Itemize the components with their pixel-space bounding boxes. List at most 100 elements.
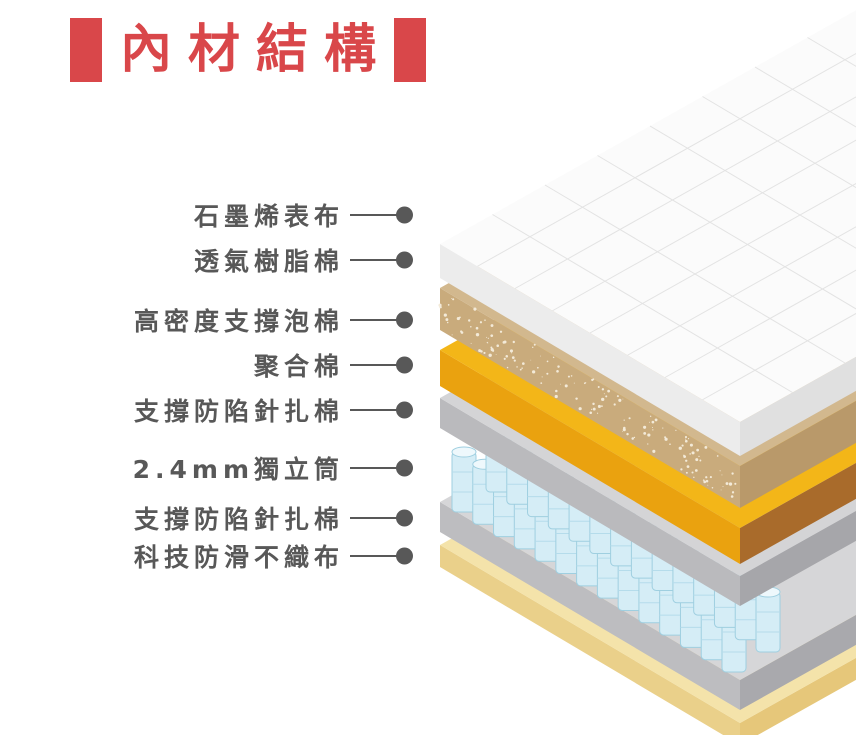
foam-speckle: [652, 450, 655, 453]
foam-speckle: [681, 444, 683, 446]
foam-speckle: [623, 427, 626, 430]
foam-speckle: [461, 331, 464, 334]
foam-speckle: [717, 455, 719, 457]
foam-speckle: [655, 419, 658, 422]
foam-speckle: [729, 482, 732, 485]
foam-speckle: [643, 432, 646, 435]
foam-speckle: [507, 367, 508, 368]
foam-speckle: [571, 375, 573, 377]
foam-speckle: [483, 352, 485, 354]
foam-speckle: [593, 378, 595, 380]
foam-speckle: [451, 298, 452, 299]
foam-speckle: [622, 431, 623, 432]
foam-speckle: [556, 370, 559, 373]
foam-speckle: [597, 413, 598, 414]
foam-speckle: [452, 298, 454, 300]
foam-speckle: [650, 416, 651, 417]
pocket-spring: [756, 587, 780, 652]
foam-speckle: [575, 397, 577, 399]
foam-speckle: [553, 357, 554, 358]
foam-speckle: [491, 348, 494, 351]
layer-label: 2.4mm獨立筒: [133, 450, 344, 486]
foam-speckle: [484, 319, 486, 321]
layer-label: 支撐防陷針扎棉: [134, 392, 344, 428]
foam-speckle: [510, 349, 513, 352]
foam-speckle: [500, 331, 502, 333]
leader-dot: [396, 548, 413, 565]
foam-speckle: [679, 447, 682, 450]
foam-speckle: [647, 443, 648, 444]
foam-speckle: [521, 367, 523, 369]
foam-speckle: [698, 456, 699, 457]
foam-speckle: [691, 471, 693, 473]
foam-speckle: [457, 317, 460, 320]
leader-dot: [396, 207, 413, 224]
foam-speckle: [568, 376, 570, 378]
foam-speckle: [622, 399, 623, 400]
foam-speckle: [710, 476, 712, 478]
foam-speckle: [686, 472, 688, 474]
foam-speckle: [589, 411, 592, 414]
foam-speckle: [652, 427, 653, 428]
foam-speckle: [480, 350, 483, 353]
foam-speckle: [723, 486, 724, 487]
foam-speckle: [726, 482, 729, 485]
layer-label: 聚合棉: [254, 347, 344, 383]
leader-dot: [396, 312, 413, 329]
foam-speckle: [675, 430, 676, 431]
foam-speckle: [444, 314, 447, 317]
leader-line: [350, 409, 402, 411]
foam-speckle: [688, 438, 689, 439]
foam-speckle: [468, 319, 470, 321]
foam-speckle: [511, 353, 512, 354]
leader-dot: [396, 510, 413, 527]
layer-label: 高密度支撐泡棉: [134, 302, 344, 338]
foam-speckle: [591, 409, 592, 410]
layer-label: 科技防滑不織布: [134, 538, 344, 574]
foam-speckle: [731, 495, 734, 498]
foam-speckle: [602, 388, 604, 390]
foam-speckle: [445, 318, 448, 321]
foam-speckle: [626, 433, 628, 435]
foam-speckle: [617, 395, 619, 397]
foam-speckle: [631, 437, 634, 440]
foam-speckle: [592, 403, 594, 405]
foam-speckle: [618, 399, 621, 402]
foam-speckle: [732, 491, 734, 493]
foam-speckle: [540, 382, 542, 384]
foam-speckle: [712, 487, 714, 489]
foam-speckle: [555, 395, 558, 398]
foam-speckle: [703, 480, 706, 483]
foam-speckle: [690, 444, 693, 447]
leader-dot: [396, 460, 413, 477]
foam-speckle: [490, 334, 493, 337]
foam-speckle: [512, 356, 515, 359]
foam-speckle: [439, 306, 442, 309]
foam-speckle: [496, 344, 499, 347]
foam-speckle: [647, 433, 650, 436]
foam-speckle: [513, 341, 515, 343]
leader-dot: [396, 402, 413, 419]
foam-speckle: [680, 468, 682, 470]
foam-speckle: [584, 382, 586, 384]
foam-speckle: [505, 355, 508, 358]
foam-speckle: [683, 455, 685, 457]
foam-speckle: [604, 393, 605, 394]
layer-label: 石墨烯表布: [194, 197, 344, 233]
foam-speckle: [476, 327, 479, 330]
foam-speckle: [491, 324, 494, 327]
foam-speckle: [473, 308, 476, 311]
foam-speckle: [706, 480, 709, 483]
foam-speckle: [692, 451, 695, 454]
foam-speckle: [695, 469, 698, 472]
leader-line: [350, 214, 402, 216]
foam-speckle: [685, 440, 688, 443]
foam-speckle: [516, 366, 518, 368]
foam-speckle: [520, 369, 522, 371]
foam-speckle: [652, 429, 653, 430]
foam-speckle: [704, 446, 707, 449]
foam-speckle: [601, 405, 603, 407]
foam-speckle: [731, 472, 733, 474]
layer-label: 支撐防陷針扎棉: [134, 500, 344, 536]
leader-line: [350, 364, 402, 366]
